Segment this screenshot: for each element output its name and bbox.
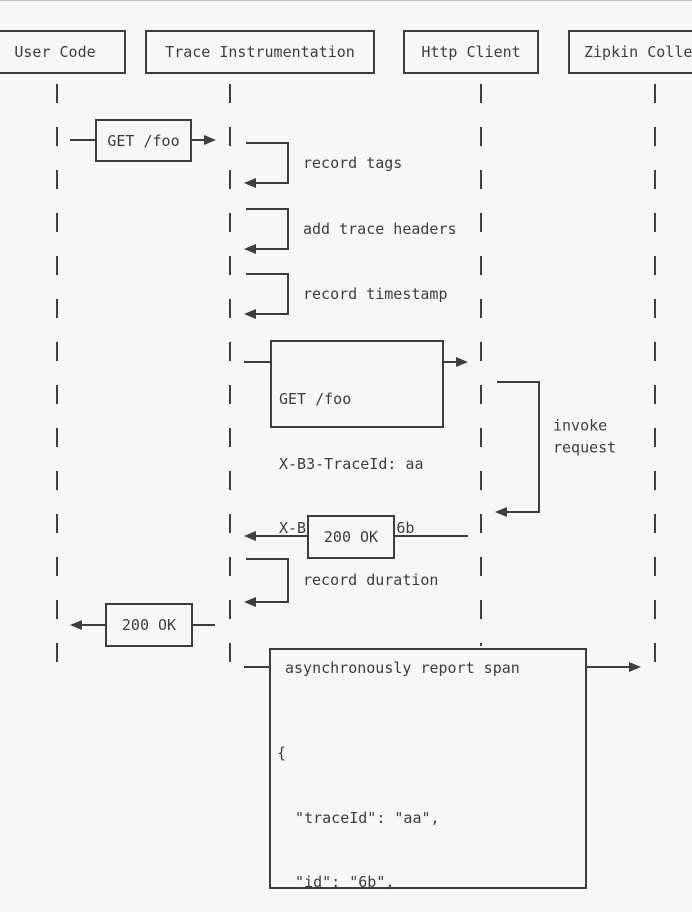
arrowhead-left-icon: [244, 309, 256, 319]
message-label: GET /foo: [107, 131, 180, 150]
message-line: [256, 535, 307, 537]
message-label: 200 OK: [323, 528, 379, 546]
self-loop-record-timestamp: [246, 273, 289, 315]
lifeline-user-code: [56, 84, 58, 679]
self-loop-add-trace-headers: [246, 208, 289, 250]
payload-line: {: [277, 744, 287, 762]
request-line: X-B3-TraceId: aa: [279, 454, 424, 473]
loop-label-record-tags: record tags: [303, 154, 403, 172]
self-loop-record-tags: [246, 142, 289, 184]
participant-label: Zipkin Collector: [584, 43, 692, 61]
participant-label: Trace Instrumentation: [165, 43, 355, 61]
report-span-title: asynchronously report span: [285, 659, 520, 677]
message-line: [444, 361, 456, 363]
request-line: GET /foo: [279, 390, 352, 408]
arrowhead-left-icon: [244, 597, 256, 607]
span-json-payload: { "traceId": "aa", "id": "6b", "name": "…: [277, 700, 566, 912]
message-line: [82, 624, 105, 626]
lifeline-http-client: [480, 84, 482, 646]
arrowhead-right-icon: [204, 135, 216, 145]
message-box-get-foo: GET /foo: [95, 119, 192, 162]
participant-label: User Code: [14, 43, 96, 61]
message-line: [395, 535, 468, 537]
arrowhead-left-icon: [244, 244, 256, 254]
participant-label: Http Client: [421, 43, 521, 61]
arrowhead-left-icon: [70, 620, 82, 630]
message-box-report-span: [269, 648, 587, 889]
message-line: [192, 624, 215, 626]
arrowhead-right-icon: [456, 357, 468, 367]
self-loop-invoke-request: [497, 381, 540, 513]
message-box-200-ok: 200 OK: [307, 515, 395, 559]
message-box-200-ok-user: 200 OK: [105, 603, 193, 647]
message-line: [587, 666, 629, 668]
message-line: [244, 361, 270, 363]
message-line: [70, 139, 95, 141]
arrowhead-left-icon: [244, 531, 256, 541]
message-line: [244, 666, 269, 668]
payload-line: "traceId": "aa",: [277, 808, 440, 827]
lifeline-trace-instrumentation: [229, 84, 231, 679]
lifeline-zipkin-collector: [654, 84, 656, 679]
request-line: request: [553, 438, 617, 456]
invoke-line: invoke: [553, 416, 608, 435]
loop-label-invoke-request: invoke request: [553, 416, 616, 459]
self-loop-record-duration: [246, 558, 289, 603]
loop-label-record-duration: record duration: [303, 571, 439, 589]
participant-http-client: Http Client: [403, 30, 539, 74]
loop-label-record-timestamp: record timestamp: [303, 285, 448, 303]
message-box-http-request: GET /foo X-B3-TraceId: aa X-B3-SpanId: 6…: [270, 340, 444, 537]
message-line: [192, 139, 204, 141]
participant-user-code: User Code: [0, 30, 126, 74]
payload-line: "id": "6b",: [277, 873, 395, 891]
arrowhead-left-icon: [495, 507, 507, 517]
page-top-divider: [0, 0, 692, 1]
message-label: 200 OK: [121, 616, 177, 634]
arrowhead-left-icon: [244, 178, 256, 188]
participant-zipkin-collector: Zipkin Collector: [568, 30, 692, 74]
loop-label-add-trace-headers: add trace headers: [303, 220, 457, 238]
arrowhead-right-icon: [629, 662, 641, 672]
participant-trace-instrumentation: Trace Instrumentation: [145, 30, 375, 74]
